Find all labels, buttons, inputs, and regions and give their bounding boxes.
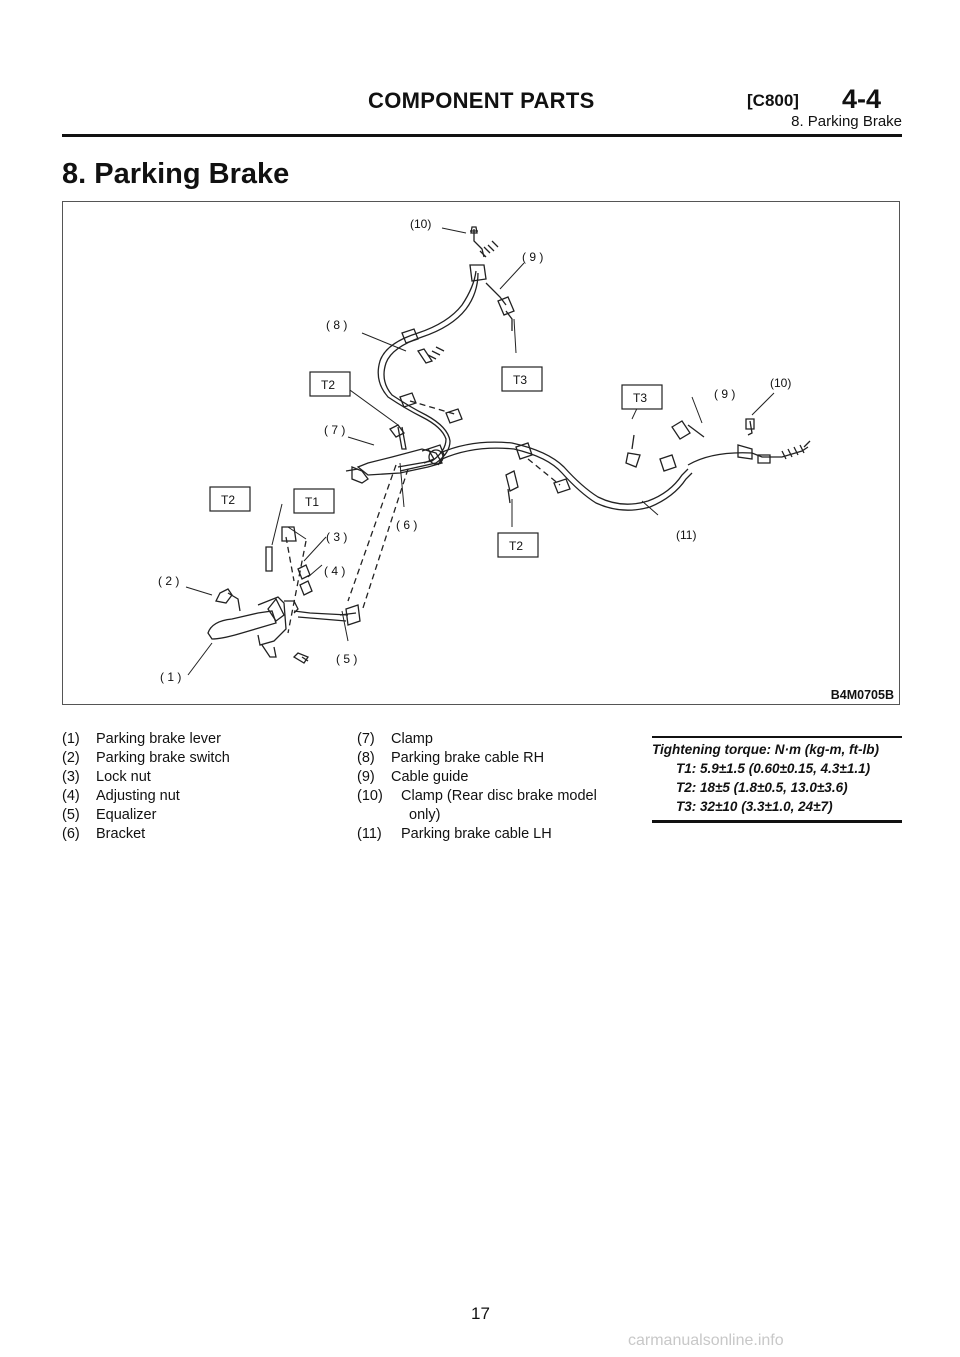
torque-rule-bottom: [652, 820, 902, 823]
svg-text:T3: T3: [513, 373, 527, 387]
figure-frame: [62, 201, 900, 705]
parking-brake-diagram: (10) ( 9 ) ( 8 ) ( 7 ) ( 9 ) (10) ( 6 ) …: [158, 217, 811, 684]
torque-line-t2: T2: 18±5 (1.8±0.5, 13.0±3.6): [676, 780, 848, 795]
legend-item: (7) Clamp: [357, 730, 597, 749]
torque-tag-t2-upper: T2: [309, 371, 351, 397]
legend-text: Clamp: [391, 731, 433, 747]
legend-text: Lock nut: [96, 769, 151, 785]
leader-lines: [185, 227, 775, 676]
callout-4: ( 4 ): [324, 564, 345, 578]
legend-text: Parking brake cable LH: [401, 826, 552, 842]
legend-number: (7): [357, 731, 375, 747]
diagram-drawing: [207, 226, 811, 664]
legend-number: (5): [62, 807, 80, 823]
callout-3: ( 3 ): [326, 530, 347, 544]
torque-line-t1: T1: 5.9±1.5 (0.60±0.15, 4.3±1.1): [676, 761, 871, 776]
callout-5: ( 5 ): [336, 652, 357, 666]
callout-1: ( 1 ): [160, 670, 181, 684]
torque-spec-box: Tightening torque: N·m (kg-m, ft-lb) T1:…: [652, 736, 902, 823]
legend-number: (3): [62, 769, 80, 785]
legend-number: (8): [357, 750, 375, 766]
legend-item: (9) Cable guide: [357, 768, 597, 787]
legend-item: (3) Lock nut: [62, 768, 230, 787]
torque-tag-t2-lower: T2: [497, 532, 539, 558]
svg-text:T2: T2: [321, 378, 335, 392]
page-number: 17: [471, 1304, 490, 1323]
legend-item: (1) Parking brake lever: [62, 730, 230, 749]
svg-text:T1: T1: [305, 495, 319, 509]
legend-number: (2): [62, 750, 80, 766]
callout-6: ( 6 ): [396, 518, 417, 532]
legend-number: (10): [357, 788, 383, 804]
callout-2: ( 2 ): [158, 574, 179, 588]
callout-7: ( 7 ): [324, 423, 345, 437]
torque-tag-t3-upper: T3: [501, 366, 543, 392]
legend-text: only): [409, 807, 441, 823]
legend-item: (4) Adjusting nut: [62, 787, 230, 806]
header-subsection: 8. Parking Brake: [791, 113, 902, 130]
callout-10b: (10): [770, 376, 791, 390]
header-title: COMPONENT PARTS: [368, 88, 595, 113]
legend-text: Equalizer: [96, 807, 157, 823]
torque-heading: Tightening torque: N·m (kg-m, ft-lb): [652, 742, 879, 757]
header-rule: [62, 134, 902, 137]
torque-tag-t2-left: T2: [209, 486, 251, 512]
legend-text: Parking brake lever: [96, 731, 221, 747]
legend-number: (4): [62, 788, 80, 804]
callout-9b: ( 9 ): [714, 387, 735, 401]
torque-tag-t3-right: T3: [621, 384, 663, 410]
figure-code: B4M0705B: [830, 688, 894, 702]
callout-8: ( 8 ): [326, 318, 347, 332]
legend-column-2: (7) Clamp (8) Parking brake cable RH (9) Ca…: [357, 730, 597, 844]
callout-10a: (10): [410, 217, 431, 231]
legend-item: (11) Parking brake cable LH: [357, 825, 597, 844]
legend-item: (5) Equalizer: [62, 806, 230, 825]
legend-text: Adjusting nut: [96, 788, 180, 804]
legend-item-continuation: only): [357, 806, 597, 825]
legend-text: Parking brake cable RH: [391, 750, 545, 766]
legend-item: (6) Bracket: [62, 825, 230, 844]
legend-item: (8) Parking brake cable RH: [357, 749, 597, 768]
torque-rule-top: [652, 736, 902, 738]
torque-line-t3: T3: 32±10 (3.3±1.0, 24±7): [676, 799, 833, 814]
legend-number: (1): [62, 731, 80, 747]
legend-item: (2) Parking brake switch: [62, 749, 230, 768]
header-chapter: 4-4: [842, 84, 882, 114]
legend-number: (9): [357, 769, 375, 785]
svg-text:T2: T2: [221, 493, 235, 507]
legend-text: Parking brake switch: [96, 750, 230, 766]
section-title: 8. Parking Brake: [62, 158, 290, 190]
torque-tag-t1: T1: [293, 488, 335, 514]
callout-labels: (10) ( 9 ) ( 8 ) ( 7 ) ( 9 ) (10) ( 6 ) …: [158, 217, 791, 684]
legend-text: Cable guide: [391, 769, 469, 785]
callout-9a: ( 9 ): [522, 250, 543, 264]
legend-item: (10) Clamp (Rear disc brake model: [357, 787, 597, 806]
legend-number: (6): [62, 826, 80, 842]
legend-text: Bracket: [96, 826, 146, 842]
svg-text:T3: T3: [633, 391, 647, 405]
legend-text: Clamp (Rear disc brake model: [401, 788, 597, 804]
callout-11: (11): [676, 528, 696, 542]
header-code: [C800]: [747, 91, 799, 110]
legend-number: (11): [357, 826, 382, 842]
torque-tags: T2 T3 T3 T2 T1 T2: [209, 366, 663, 558]
watermark: carmanualsonline.info: [628, 1332, 784, 1349]
legend-column-1: (1) Parking brake lever (2) Parking brake …: [62, 730, 230, 844]
svg-text:T2: T2: [509, 539, 523, 553]
